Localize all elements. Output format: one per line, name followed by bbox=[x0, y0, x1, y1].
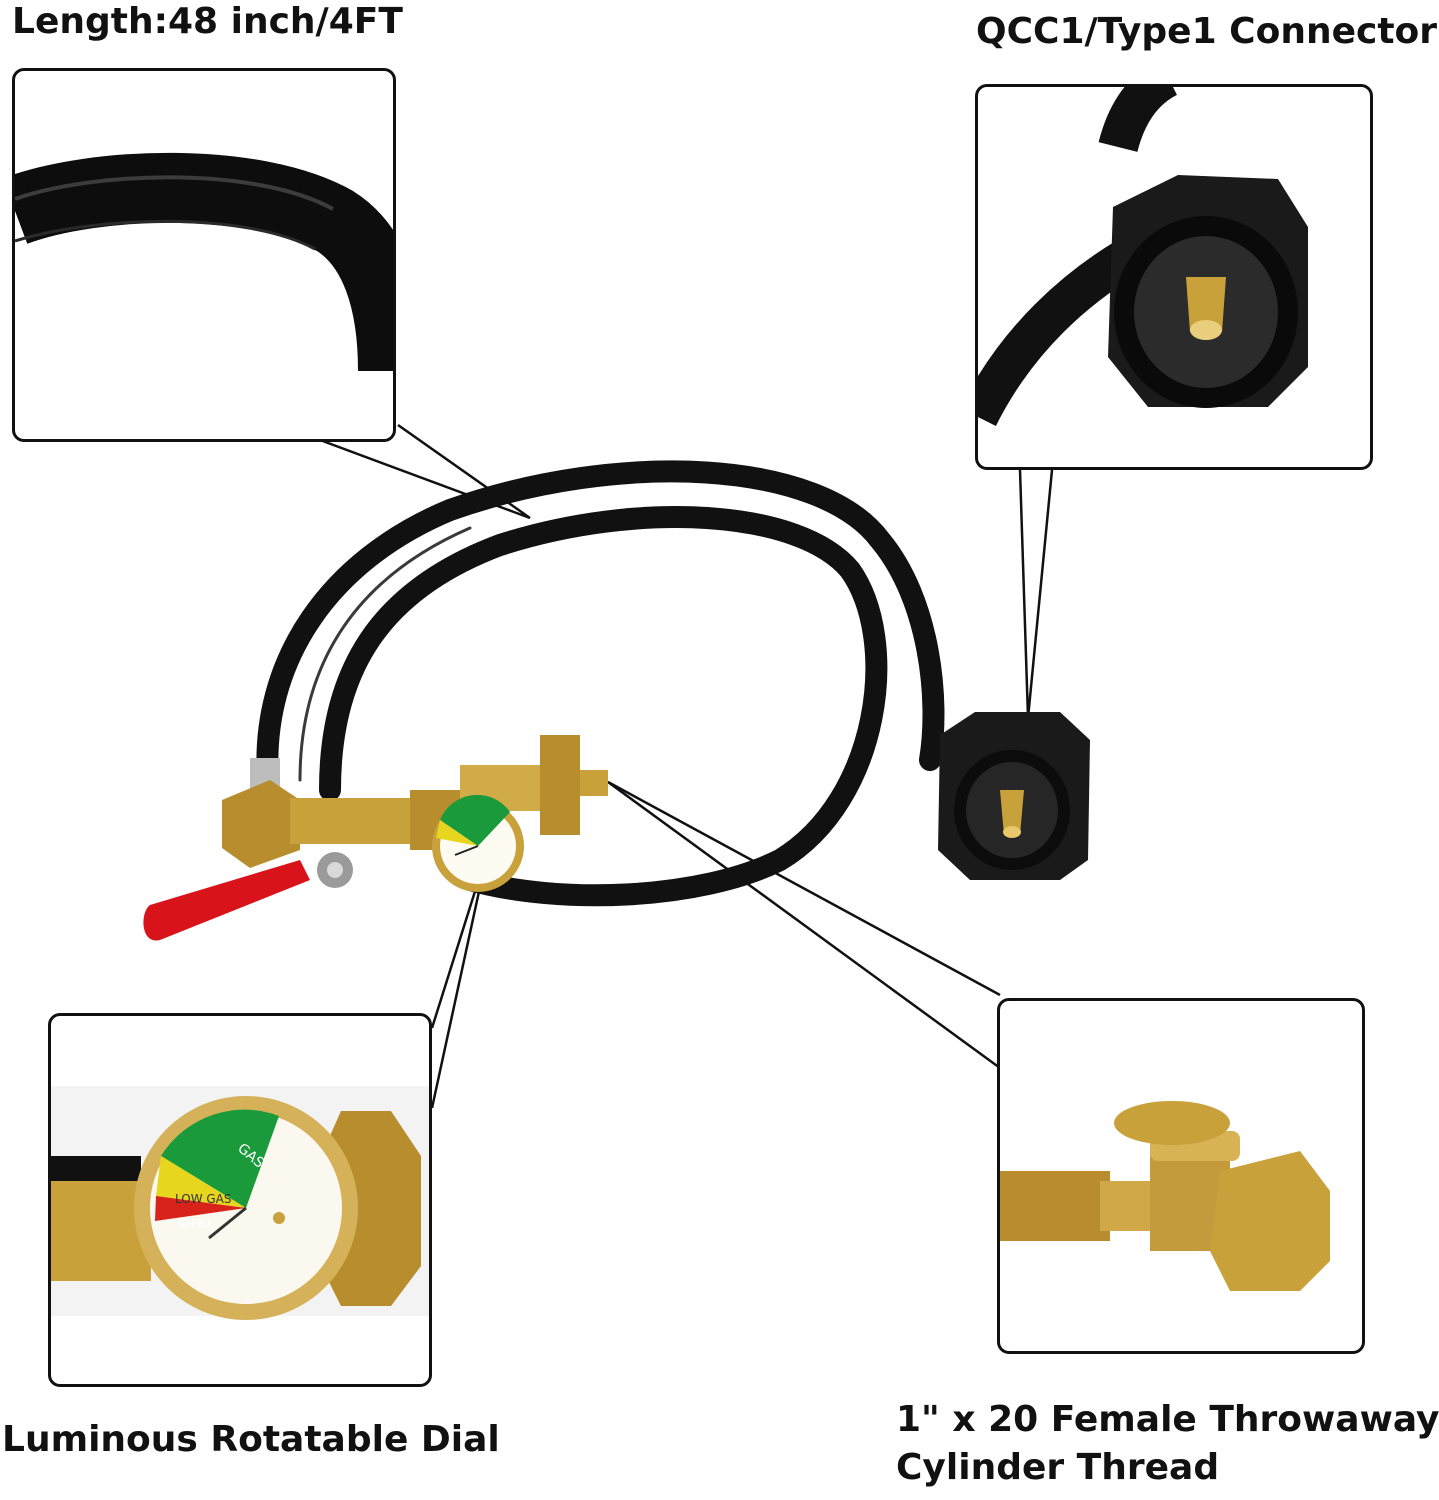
dial-label: Luminous Rotatable Dial bbox=[2, 1419, 500, 1460]
thread-label-line2: Cylinder Thread bbox=[896, 1447, 1220, 1488]
hose-closeup-image bbox=[15, 152, 393, 372]
length-label: Length:48 inch/4FT bbox=[12, 1, 403, 42]
connector-closeup-image bbox=[978, 87, 1308, 427]
connector-closeup-box bbox=[975, 84, 1373, 470]
thread-closeup-image bbox=[1000, 1101, 1330, 1291]
brass-valve-assembly bbox=[143, 735, 608, 941]
thread-closeup-box bbox=[997, 998, 1365, 1354]
dial-closeup-image bbox=[51, 1086, 429, 1320]
dial-refill-text: REFILL bbox=[177, 1217, 214, 1230]
hose-closeup-box bbox=[12, 68, 396, 442]
connector-label: QCC1/Type1 Connector bbox=[976, 11, 1438, 52]
dial-low-gas-text: LOW GAS bbox=[175, 1192, 232, 1206]
thread-label-line1: 1" x 20 Female Throwaway bbox=[896, 1399, 1439, 1440]
qcc1-connector bbox=[938, 712, 1090, 880]
hose bbox=[256, 460, 945, 907]
dial-closeup-box: GAS LOW GAS REFILL bbox=[48, 1013, 432, 1387]
